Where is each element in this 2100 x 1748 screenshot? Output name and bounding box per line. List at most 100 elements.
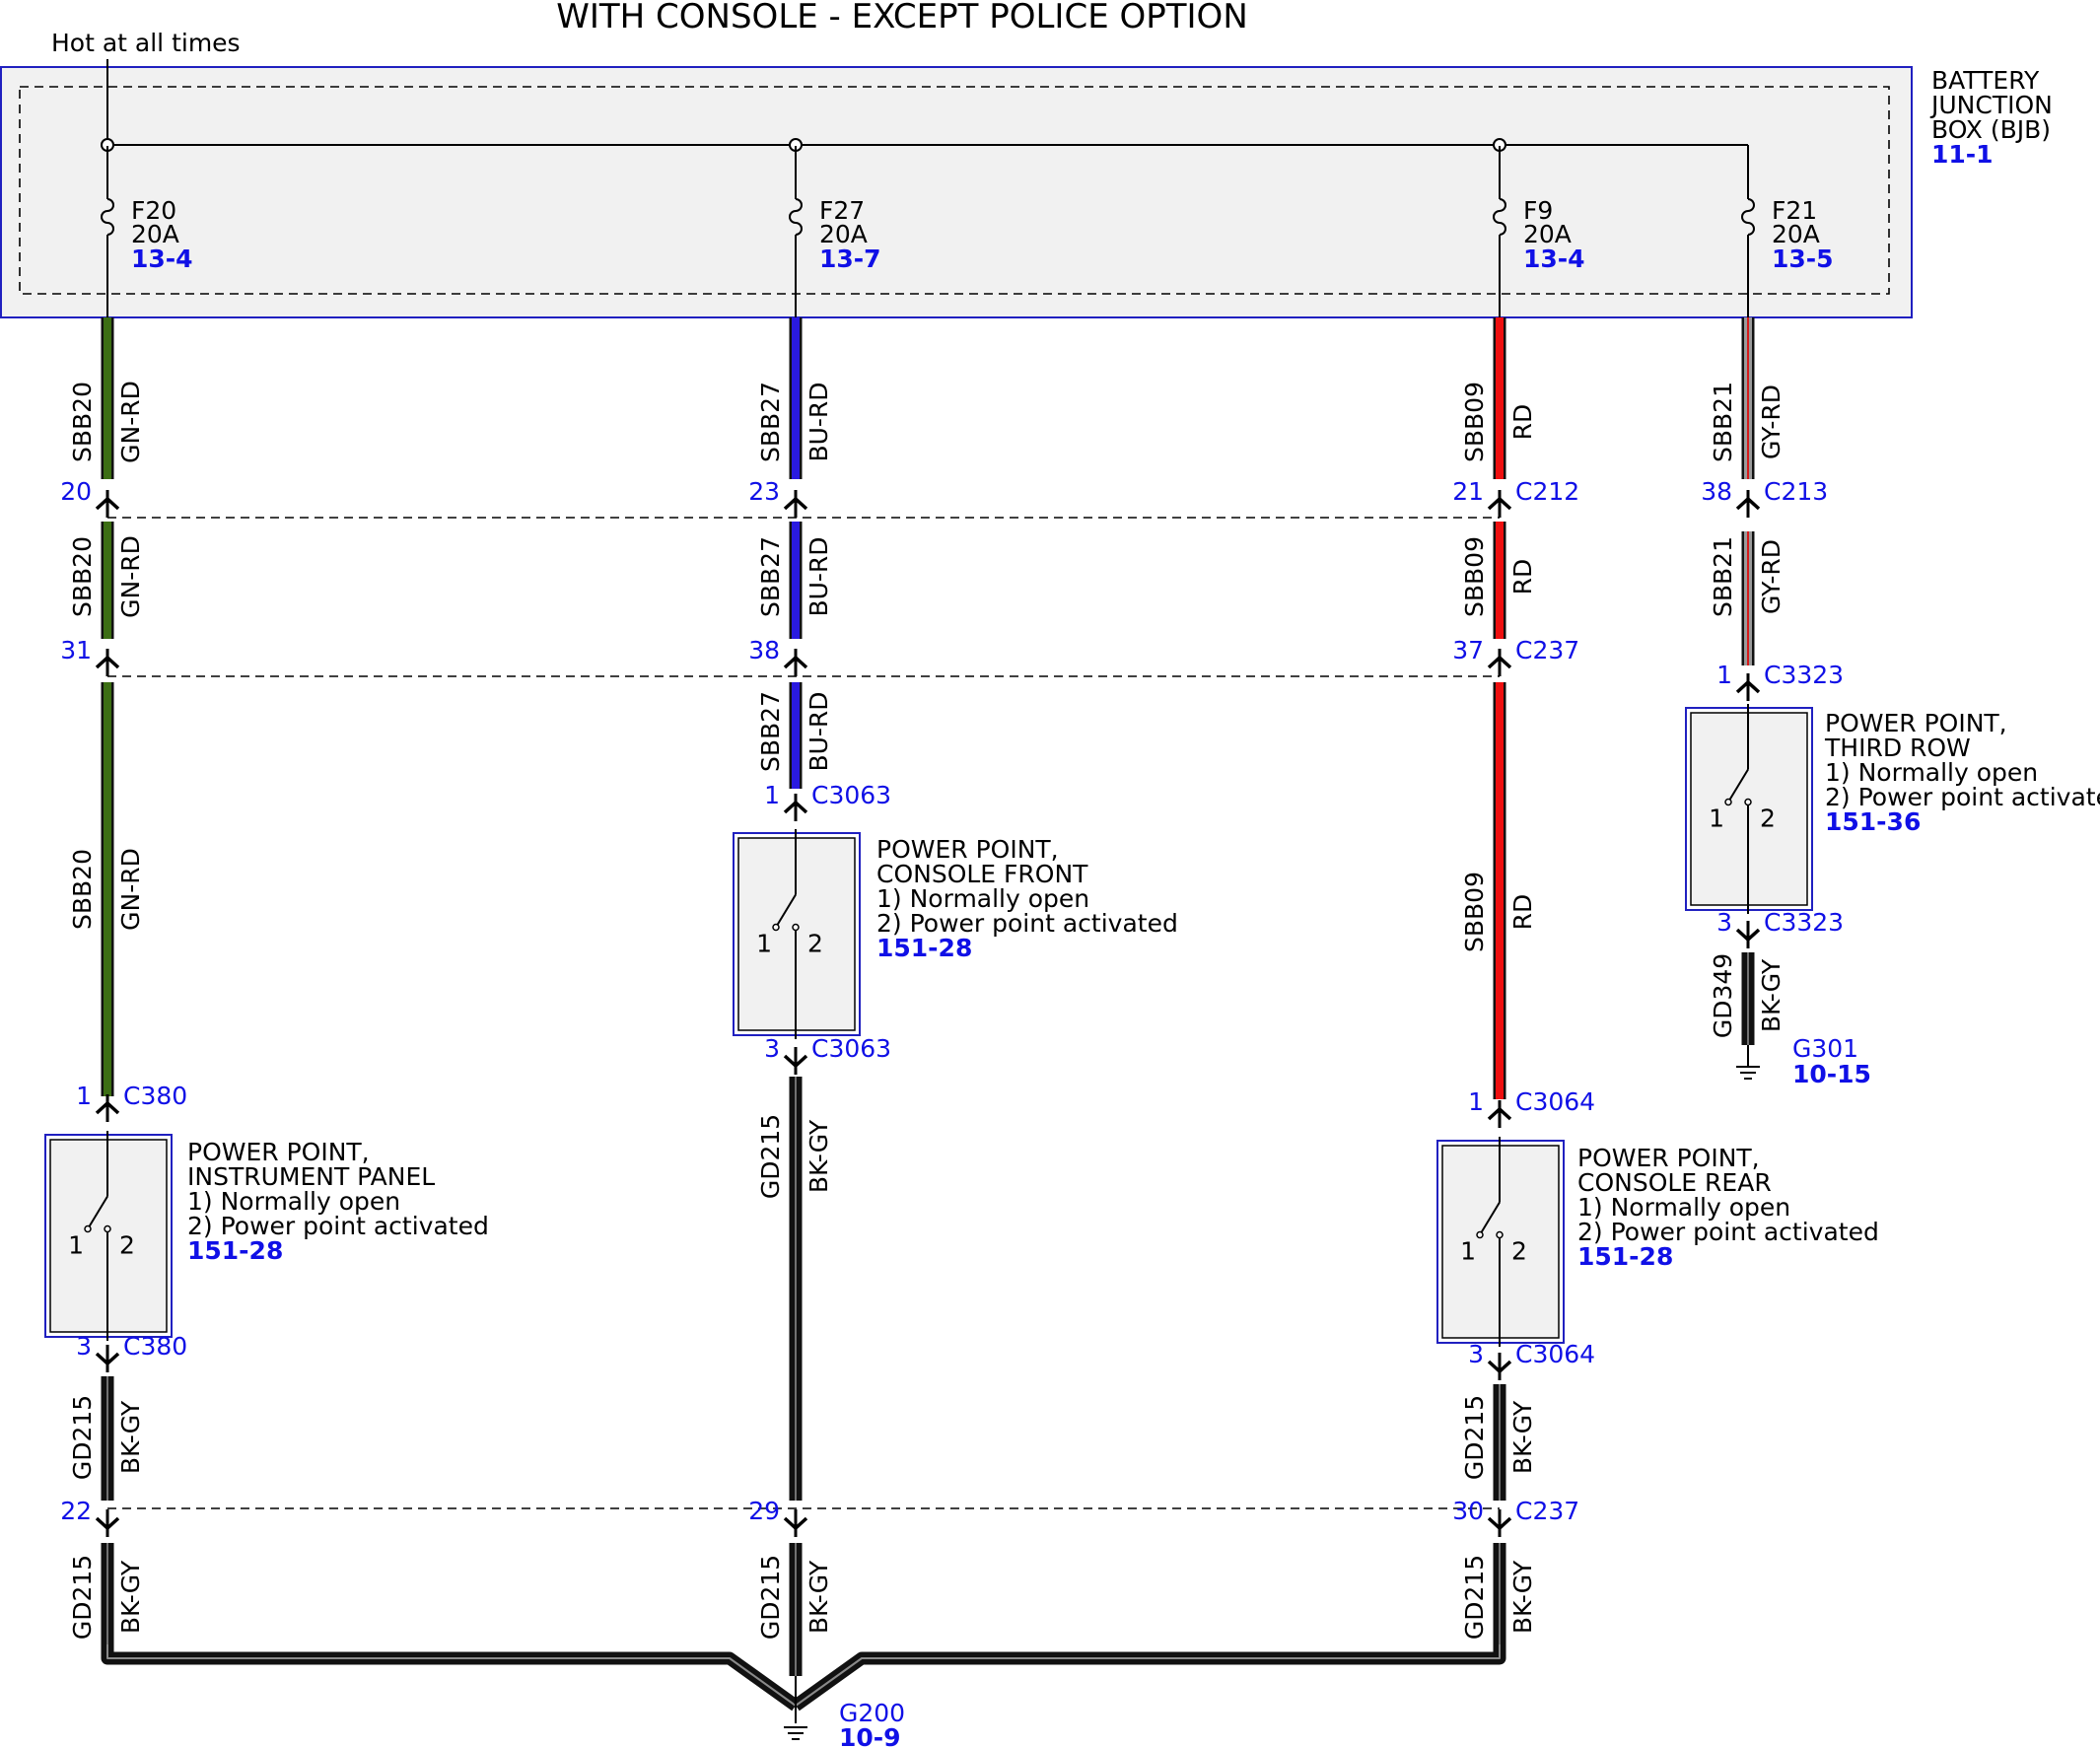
bjb-name-line: BOX (BJB) <box>1931 115 2051 144</box>
power-point-name: INSTRUMENT PANEL <box>187 1162 435 1191</box>
wire-color-label: BU-RD <box>805 536 833 616</box>
power-point-ref: 151-36 <box>1825 807 1921 836</box>
ground-bus-right <box>792 1644 1506 1712</box>
wire-circuit-label: GD215 <box>756 1114 785 1199</box>
switch-contact-icon <box>84 1224 92 1233</box>
bjb-ref: 11-1 <box>1931 140 1994 169</box>
wire-circuit-label: GD349 <box>1709 953 1737 1038</box>
connector-pin-number: 38 <box>1701 477 1732 506</box>
switch-contact-icon <box>104 1224 111 1233</box>
wire-circuit-label: SBB09 <box>1460 872 1489 952</box>
wire-circuit-label: GD215 <box>68 1395 97 1480</box>
wire-circuit-label: GD215 <box>756 1555 785 1640</box>
power-point-note: 1) Normally open <box>1825 758 2038 787</box>
wire-color-label: BK-GY <box>1757 958 1785 1032</box>
power-point-note: 1) Normally open <box>876 884 1089 913</box>
wire-color-bu-rd <box>792 682 800 789</box>
wire-circuit-label: SBB21 <box>1709 382 1737 462</box>
connector-pin-number: 21 <box>1452 477 1484 506</box>
switch-arm <box>87 1195 108 1230</box>
wire-circuit-label: SBB27 <box>756 382 785 462</box>
wire-color-rd <box>1496 682 1504 1099</box>
connector-pin-number: 1 <box>76 1082 92 1110</box>
fuse-name: F27 <box>819 196 865 225</box>
switch-pin-2: 2 <box>119 1231 135 1260</box>
power-point-note: 2) Power point activated <box>876 909 1178 938</box>
fuse-name: F20 <box>131 196 176 225</box>
switch-contact-icon <box>792 923 800 932</box>
fuse-icon <box>1493 198 1506 236</box>
connector-name: C3063 <box>811 1034 891 1063</box>
wire-color-label: GN-RD <box>116 535 145 618</box>
bjb-box <box>0 66 1913 318</box>
wire-circuit-label: SBB20 <box>68 382 97 462</box>
wire-circuit-label: GD215 <box>1460 1555 1489 1640</box>
connector-name: C3063 <box>811 781 891 809</box>
wire-circuit-label: SBB21 <box>1709 536 1737 617</box>
switch-pin-2: 2 <box>1760 804 1776 833</box>
power-point-note: 2) Power point activated <box>1577 1218 1879 1246</box>
switch-arm <box>1479 1201 1501 1236</box>
ground-name: G301 <box>1792 1034 1858 1063</box>
power-point-name: CONSOLE FRONT <box>876 860 1088 888</box>
wire-circuit-label: SBB20 <box>68 849 97 930</box>
bjb-name-line: BATTERY <box>1931 66 2040 95</box>
connector-pin-number: 38 <box>748 636 780 664</box>
wire-color-label: BK-GY <box>116 1400 145 1474</box>
fuse-ref: 13-4 <box>1523 245 1585 273</box>
connector-pin-number: 22 <box>60 1497 92 1525</box>
connector-pin-number: 23 <box>748 477 780 506</box>
wire-color-label: GY-RD <box>1757 385 1785 459</box>
switch-pin-2: 2 <box>1511 1237 1527 1266</box>
power-point-ref: 151-28 <box>876 934 972 962</box>
connector-name: C3064 <box>1515 1087 1595 1116</box>
connector-name: C213 <box>1764 477 1828 506</box>
bjb-inner-dashed <box>19 86 1890 295</box>
hot-at-all-times-label: Hot at all times <box>51 29 241 57</box>
ground-bus-left <box>101 1644 800 1712</box>
wire-circuit-label: SBB27 <box>756 536 785 617</box>
switch-pin-1: 1 <box>68 1231 84 1260</box>
connector-name: C380 <box>123 1082 187 1110</box>
power-point-note: 1) Normally open <box>187 1187 400 1216</box>
switch-contact-icon <box>1724 798 1732 806</box>
power-point-note: 2) Power point activated <box>1825 783 2100 811</box>
switch-contact-icon <box>1496 1230 1504 1239</box>
fuse-rating: 20A <box>1523 220 1572 248</box>
power-point-name: POWER POINT, <box>876 835 1059 864</box>
connector-pin-number: 1 <box>1716 661 1732 689</box>
connector-name: C3323 <box>1764 661 1844 689</box>
power-point-ref: 151-28 <box>187 1236 283 1265</box>
wire-color-label: BK-GY <box>805 1119 833 1193</box>
wire-color-bu-rd <box>792 522 800 639</box>
wire-color-bu-rd <box>792 317 800 479</box>
switch-contact-icon <box>1476 1230 1484 1239</box>
fuse-rating: 20A <box>1772 220 1820 248</box>
fuse-ref: 13-4 <box>131 245 193 273</box>
connector-pin-number: 31 <box>60 636 92 664</box>
power-point-note: 1) Normally open <box>1577 1193 1790 1222</box>
connector-pin-number: 30 <box>1452 1497 1484 1525</box>
wire-circuit-label: GD215 <box>1460 1395 1489 1480</box>
wire-color-label: BK-GY <box>1508 1400 1537 1474</box>
connector-pin-number: 29 <box>748 1497 780 1525</box>
bjb-name-line: JUNCTION <box>1929 91 2053 119</box>
power-point-name: CONSOLE REAR <box>1577 1168 1772 1197</box>
connector-name: C3064 <box>1515 1340 1595 1368</box>
fuse-name: F9 <box>1523 196 1553 225</box>
connector-pin-number: 20 <box>60 477 92 506</box>
ground-bus-left-tracer <box>106 1644 797 1707</box>
wire-color-label: BU-RD <box>805 691 833 771</box>
wire-circuit-label: SBB09 <box>1460 536 1489 617</box>
ground-bus-right-tracer <box>795 1644 1501 1707</box>
wire-color-label: GY-RD <box>1757 539 1785 614</box>
power-point-name: POWER POINT, <box>187 1138 370 1166</box>
ground-ref: 10-15 <box>1792 1060 1871 1088</box>
fuse-rating: 20A <box>819 220 868 248</box>
fuse-ref: 13-5 <box>1772 245 1834 273</box>
connector-pin-number: 3 <box>1716 908 1732 937</box>
wire-color-label: RD <box>1508 404 1537 441</box>
fuse-name: F21 <box>1772 196 1817 225</box>
power-point-note: 2) Power point activated <box>187 1212 489 1240</box>
